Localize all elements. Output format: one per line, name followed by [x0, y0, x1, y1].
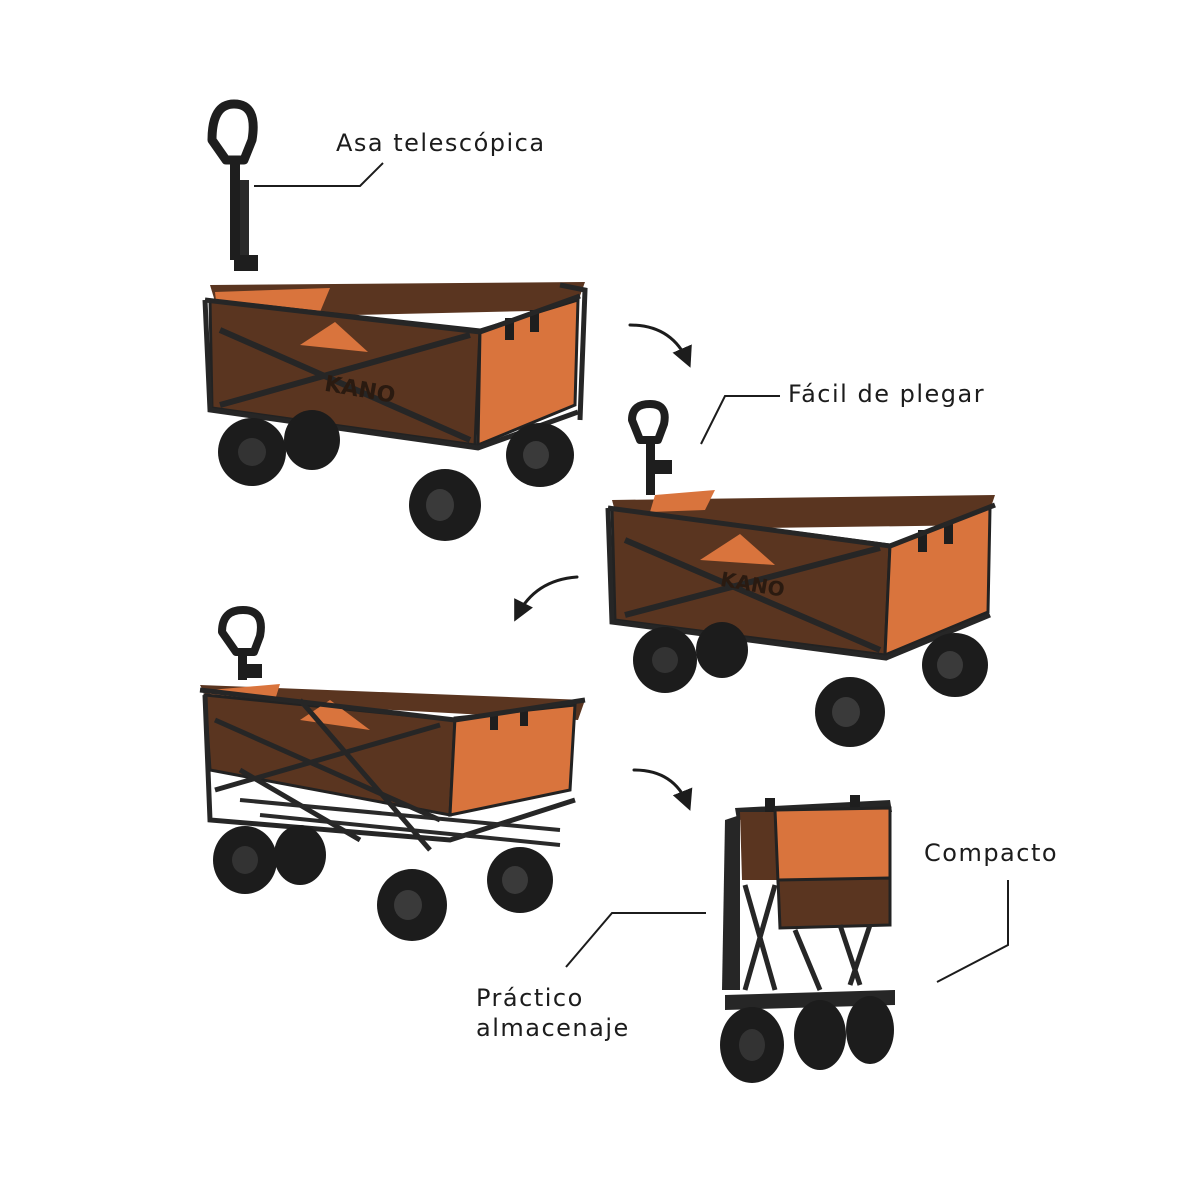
wheels-1	[218, 410, 574, 541]
telescopic-handle	[207, 99, 258, 271]
label-telescopic-handle: Asa telescópica	[336, 129, 546, 157]
wagon-half-folded	[199, 606, 586, 941]
wheels-4	[720, 996, 894, 1083]
label-practical-storage: Práctico almacenaje	[476, 983, 630, 1043]
label-storage-line2: almacenaje	[476, 1014, 630, 1042]
leader-line-compacto	[936, 880, 1009, 983]
label-compact: Compacto	[924, 839, 1059, 867]
wheels-3	[213, 825, 553, 941]
leader-lines	[254, 162, 1009, 983]
wagon-open-handle-up: KANO	[202, 99, 588, 541]
wagon-open-handle-folded: KANO	[605, 400, 996, 747]
leader-line-facil	[700, 395, 780, 445]
handle-3	[218, 606, 265, 680]
wagon-fully-folded	[720, 795, 895, 1083]
leader-line-asa	[254, 162, 384, 187]
label-easy-fold: Fácil de plegar	[788, 380, 986, 408]
label-storage-line1: Práctico	[476, 984, 584, 1012]
folded-handle	[628, 400, 672, 495]
leader-line-practico	[565, 912, 706, 968]
curved-arrows	[514, 323, 693, 811]
curved-arrow-icon	[628, 323, 692, 368]
wheels-2	[633, 622, 988, 747]
curved-arrow-icon	[514, 575, 579, 622]
curved-arrow-icon	[632, 768, 693, 811]
